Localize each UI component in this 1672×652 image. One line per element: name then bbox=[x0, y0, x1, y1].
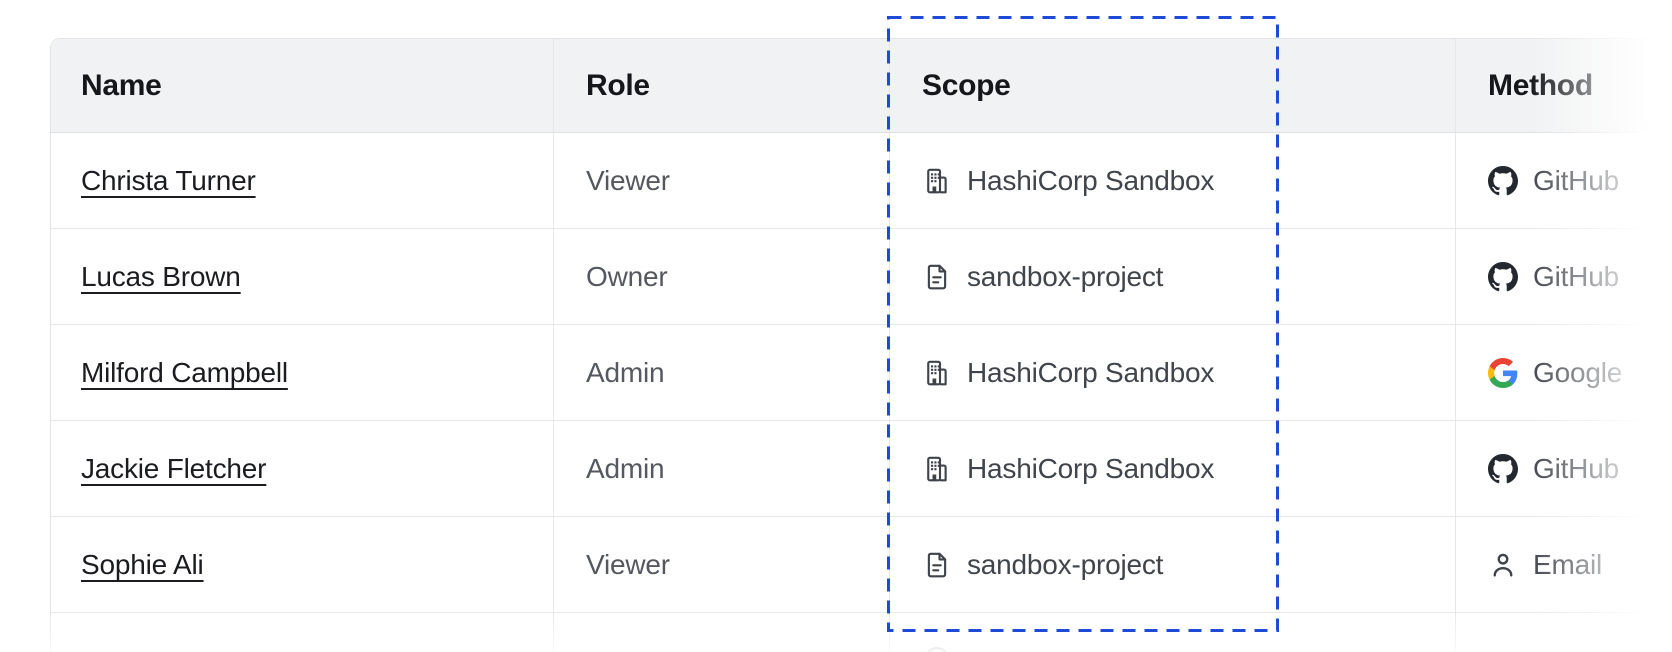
role-label: Admin bbox=[586, 356, 665, 388]
building-icon bbox=[927, 360, 947, 385]
method-label: GitHub bbox=[1533, 260, 1619, 292]
scope-label: HashiCorp Sandbox bbox=[967, 452, 1215, 484]
table-header-row: Name Role Scope Method bbox=[51, 39, 1672, 133]
method-label: Email bbox=[1533, 548, 1603, 580]
method-label: GitHub bbox=[1533, 164, 1619, 196]
github-icon bbox=[1488, 165, 1518, 195]
role-label: Admin bbox=[586, 452, 665, 484]
members-table: Name Role Scope Method Christa Turner Vi… bbox=[50, 38, 1672, 652]
file-icon bbox=[927, 264, 947, 289]
table-row: Milford Campbell Admin HashiCorp Sandbox bbox=[51, 325, 1672, 421]
table-row-partial bbox=[51, 613, 1672, 652]
column-header-role: Role bbox=[554, 39, 890, 132]
scope-label: HashiCorp Sandbox bbox=[967, 356, 1215, 388]
scope-label: sandbox-project bbox=[967, 260, 1164, 292]
scope-label: sandbox-project bbox=[967, 548, 1164, 580]
table-row: Jackie Fletcher Admin HashiCorp Sandbox bbox=[51, 421, 1672, 517]
github-icon bbox=[1488, 453, 1518, 483]
member-name-link[interactable]: Christa Turner bbox=[81, 164, 256, 196]
role-label: Owner bbox=[586, 260, 668, 292]
table-row: Lucas Brown Owner sandbox-project GitHub bbox=[51, 229, 1672, 325]
column-header-method: Method bbox=[1488, 68, 1593, 102]
table-row: Christa Turner Viewer HashiCorp Sandbox bbox=[51, 133, 1672, 229]
member-name-link[interactable]: Lucas Brown bbox=[81, 260, 241, 292]
column-header-scope: Scope bbox=[890, 39, 1456, 132]
person-icon bbox=[1493, 553, 1513, 577]
scope-label: HashiCorp Sandbox bbox=[967, 164, 1215, 196]
role-label: Viewer bbox=[586, 548, 670, 580]
method-label: Google bbox=[1533, 356, 1623, 388]
column-header-name: Name bbox=[51, 39, 554, 132]
file-icon bbox=[927, 552, 947, 577]
member-name-link[interactable]: Jackie Fletcher bbox=[81, 452, 267, 484]
table-row: Sophie Ali Viewer sandbox-project bbox=[51, 517, 1672, 613]
member-name-link[interactable]: Sophie Ali bbox=[81, 548, 204, 580]
google-icon bbox=[1488, 357, 1518, 388]
member-name-link[interactable]: Milford Campbell bbox=[81, 356, 288, 388]
partial-circle-icon bbox=[926, 647, 948, 652]
method-label: GitHub bbox=[1533, 452, 1619, 484]
github-icon bbox=[1488, 261, 1518, 291]
building-icon bbox=[927, 456, 947, 481]
role-label: Viewer bbox=[586, 164, 670, 196]
building-icon bbox=[927, 168, 947, 193]
